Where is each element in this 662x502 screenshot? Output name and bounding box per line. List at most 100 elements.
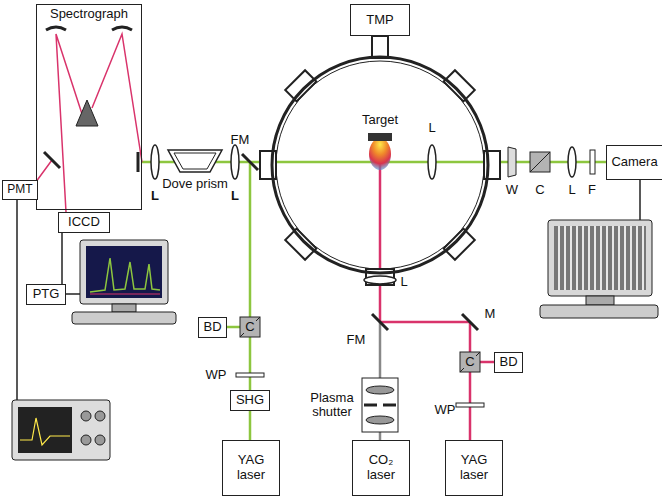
part-label: FM — [231, 133, 250, 147]
left-computer-part — [90, 294, 160, 295]
oscilloscope — [12, 200, 110, 460]
imaging-optics-part — [639, 180, 641, 220]
left-computer-part — [86, 246, 162, 298]
imaging-optics-part — [568, 147, 576, 177]
oscilloscope-part — [81, 411, 91, 421]
collection-optics-part — [168, 150, 222, 172]
beam-optics — [236, 314, 484, 432]
beam-optics-part — [364, 404, 377, 407]
left-computer-part — [72, 312, 176, 324]
right-computer — [540, 220, 658, 318]
beam-optics-part — [456, 403, 484, 407]
vacuum-chamber — [260, 36, 500, 285]
part-label: C — [464, 355, 475, 369]
box-label: BD — [203, 320, 221, 335]
spectrograph-optics-part — [76, 100, 98, 126]
spectrograph-optics-part — [44, 152, 60, 168]
imaging-optics-part — [590, 150, 595, 174]
instrument-box: PTG — [26, 284, 66, 305]
collection-optics-part — [231, 145, 239, 179]
instrument-box: TMP — [350, 4, 410, 36]
spectrograph-optics-part — [30, 34, 142, 212]
instrument-box: Camera — [606, 145, 662, 180]
instrument-box: BD — [198, 317, 227, 338]
spectrograph-optics — [30, 27, 142, 212]
part-label: C — [535, 183, 544, 197]
part-label: L — [231, 189, 239, 203]
imaging-optics-part — [530, 152, 550, 172]
oscilloscope-part — [16, 200, 18, 400]
instrument-box: YAG laser — [222, 440, 280, 496]
right-computer-part — [586, 296, 614, 305]
left-computer-part — [80, 240, 168, 304]
part-label: Dove prism — [162, 177, 228, 191]
collection-optics-part — [151, 145, 159, 179]
instrument-box: YAG laser — [445, 440, 503, 496]
box-label: TMP — [366, 13, 393, 28]
beam-optics-part — [236, 373, 264, 377]
beam-optics-part — [362, 378, 398, 432]
vacuum-chamber-part — [364, 276, 396, 284]
imaging-optics-part — [530, 152, 550, 172]
part-label: L — [568, 183, 575, 197]
right-computer-part — [554, 226, 646, 290]
beam-optics-part — [372, 314, 388, 330]
laser-beams — [142, 141, 606, 440]
box-label: PMT — [7, 183, 32, 197]
part-label: L — [151, 189, 159, 203]
right-computer-part — [540, 305, 658, 318]
part-label: FM — [347, 333, 366, 347]
part-label: L — [428, 121, 435, 135]
beam-optics-part — [462, 314, 478, 330]
beam-optics-part — [460, 352, 480, 372]
instrument-box: CO₂ laser — [352, 440, 410, 496]
instrument-box: Spectrograph — [36, 4, 142, 210]
left-computer-part — [112, 304, 136, 312]
collection-optics — [151, 145, 258, 179]
left-computer-part — [66, 293, 80, 295]
right-computer-part — [548, 220, 652, 296]
vacuum-chamber-part — [260, 70, 500, 285]
part-label: WP — [206, 368, 227, 382]
beam-optics-part — [366, 386, 394, 394]
instrument-box: ICCD — [58, 212, 110, 233]
part-label: C — [244, 320, 255, 334]
collection-optics-part — [242, 154, 258, 170]
beam-optics-part — [240, 317, 260, 337]
box-label: PTG — [33, 287, 60, 302]
box-label: YAG laser — [226, 453, 276, 483]
spectrograph-optics-part — [137, 152, 140, 172]
instrument-box: SHG — [230, 390, 270, 411]
vacuum-chamber-part-part — [285, 229, 316, 260]
part-label: WP — [435, 403, 456, 417]
box-label: YAG laser — [449, 453, 499, 483]
oscilloscope-part — [95, 411, 105, 421]
part-label: L — [400, 275, 407, 289]
collection-optics-part — [174, 153, 216, 169]
beam-optics-part — [366, 416, 394, 424]
left-computer — [66, 240, 176, 324]
vacuum-chamber-part — [428, 145, 436, 179]
box-label: SHG — [236, 393, 264, 408]
oscilloscope-part — [18, 407, 72, 453]
vacuum-chamber-part-part — [285, 70, 316, 101]
laser-beams-part — [469, 322, 472, 440]
part-label: F — [588, 183, 596, 197]
vacuum-chamber-part — [272, 57, 488, 273]
beam-optics-part — [383, 404, 396, 407]
vacuum-chamber-part — [369, 138, 391, 170]
part-label: M — [485, 307, 496, 321]
vacuum-chamber-part-part — [444, 70, 475, 101]
box-label: ICCD — [68, 215, 100, 230]
box-label: Spectrograph — [50, 7, 128, 22]
part-label: Plasma shutter — [305, 391, 359, 420]
oscilloscope-part — [95, 435, 105, 445]
vacuum-chamber-part-part — [444, 229, 475, 260]
signal-cable — [61, 233, 63, 284]
beam-optics-part — [240, 317, 260, 337]
spectrograph-optics-part — [112, 27, 132, 30]
left-computer-part — [90, 258, 160, 292]
